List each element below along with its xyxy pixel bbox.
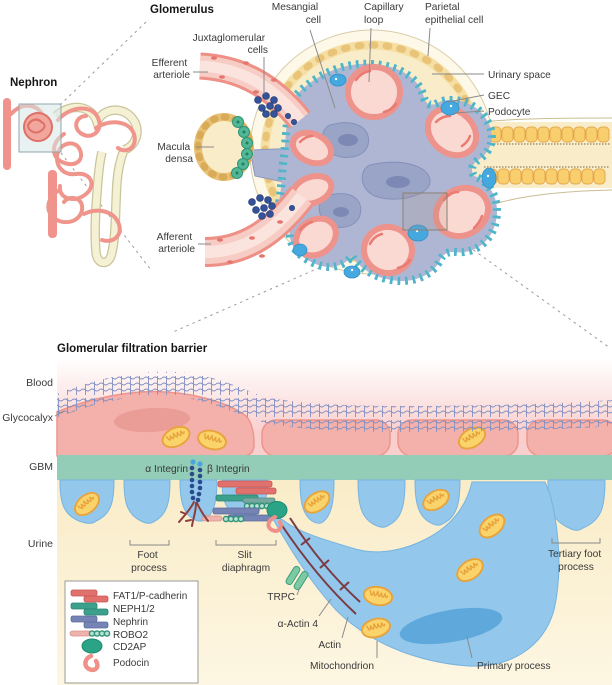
legend-label: CD2AP (113, 642, 147, 653)
legend-icon-fat1 (70, 589, 109, 603)
podocyte-cell-bodies (292, 73, 497, 279)
legend-label: FAT1/P-cadherin (113, 591, 187, 602)
legend-label: Podocin (113, 658, 149, 669)
label-gec: GEC (488, 91, 510, 102)
label-foot-process: Foot process (131, 550, 167, 574)
legend: FAT1/P-cadherin NEPH1/2 Nephrin ROBO2 CD… (64, 580, 199, 684)
label-macula-densa: Macula densa (157, 142, 193, 165)
afferent-arteriole-shape (204, 186, 314, 267)
juxtaglomerular-cells-shape (248, 92, 297, 220)
neph1-2-icon (242, 497, 276, 504)
label-gbm: GBM (29, 461, 53, 473)
legend-icon-cd2ap (81, 638, 103, 654)
label-juxtaglomerular-cells: Juxtaglomerular cells (193, 33, 268, 56)
label-tertiary-foot-process: Tertiary foot process (548, 549, 604, 573)
legend-label: ROBO2 (113, 630, 148, 641)
zoom-region-box-barrier (402, 192, 448, 231)
legend-label: NEPH1/2 (113, 604, 155, 615)
barrier-title: Glomerular filtration barrier (57, 343, 208, 355)
endothelial-nucleus (114, 407, 190, 433)
label-efferent-arteriole: Efferent arteriole (152, 58, 191, 81)
label-blood: Blood (26, 377, 53, 389)
cd2ap-icon (266, 501, 288, 519)
capillary-loops (289, 64, 492, 277)
legend-icon-neph (70, 602, 109, 616)
legend-icon-podocin (83, 653, 100, 673)
label-beta-integrin: β Integrin (207, 464, 250, 475)
trpc-channel-icon (285, 565, 309, 591)
glycocalyx-mesh (57, 371, 612, 432)
label-afferent-arteriole: Afferent arteriole (157, 232, 196, 255)
label-parietal-epithelial-cell: Parietal epithelial cell (425, 2, 483, 26)
gbm-band (57, 455, 612, 480)
label-primary-process: Primary process (477, 661, 551, 672)
label-glycocalyx: Glycocalyx (2, 412, 54, 424)
integrin-molecule (178, 459, 209, 527)
slit-diaphragm-complex (201, 480, 288, 533)
fat1-p-cadherin-icon (235, 487, 277, 495)
vessel-bar (3, 98, 11, 170)
label-slit-diaphragm: Slit diaphragm (222, 550, 270, 574)
label-urine: Urine (28, 538, 53, 550)
nephrin-icon (212, 507, 260, 515)
actin-filaments (280, 517, 361, 615)
legend-label: Nephrin (113, 617, 148, 628)
label-actin: Actin (318, 640, 341, 651)
label-urinary-space: Urinary space (488, 70, 551, 81)
podocyte-nucleus (399, 607, 503, 645)
integrin-anchor-fork (178, 501, 209, 527)
legend-icon-robo2 (69, 630, 111, 637)
label-capillary-loop: Capillary loop (364, 2, 406, 26)
integrin-head-icon (190, 459, 196, 465)
robo2-coil-icon (222, 515, 245, 523)
glomerulus-title: Glomerulus (150, 4, 214, 16)
nephron-title: Nephron (10, 77, 57, 89)
leader-lines (54, 27, 601, 659)
glomerulus-illustration (194, 29, 612, 281)
label-mitochondrion: Mitochondrion (310, 661, 374, 672)
label-mesangial-cell: Mesangial cell (272, 2, 321, 26)
integrin-head-icon (197, 461, 203, 467)
label-podocyte: Podocyte (488, 107, 531, 118)
label-alpha-actin-4: α-Actin 4 (278, 619, 319, 630)
legend-icon-nephrin (70, 615, 109, 629)
fat1-p-cadherin-icon (217, 480, 273, 488)
efferent-arteriole-shape (199, 52, 311, 129)
glomerular-tuft (280, 64, 497, 281)
label-trpc: TRPC (267, 592, 295, 603)
label-alpha-integrin: α Integrin (145, 464, 188, 475)
nephron-illustration (3, 98, 142, 268)
podocin-icon (266, 515, 283, 533)
